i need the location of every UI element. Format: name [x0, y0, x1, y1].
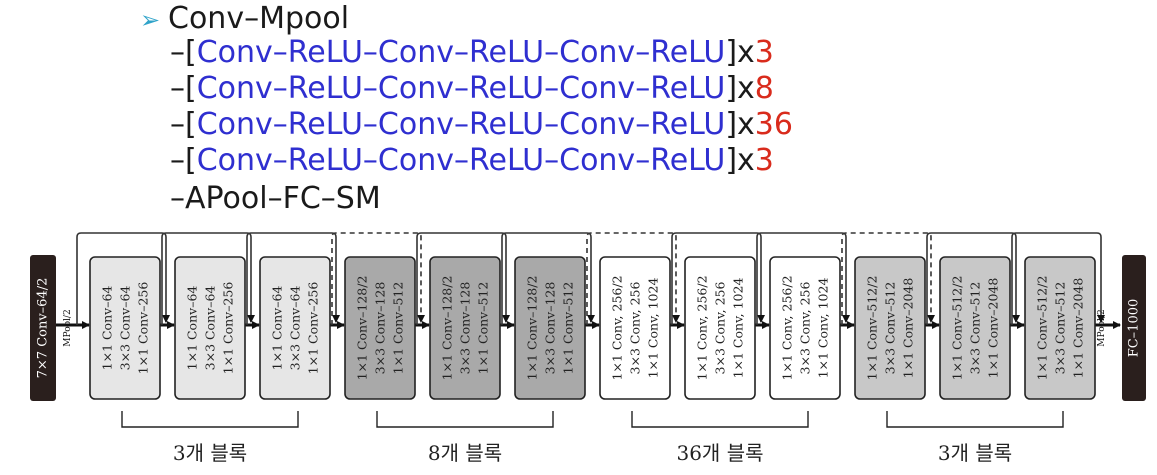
block-layer-label: 1×1 Conv–64 — [100, 286, 115, 371]
stage-line-1: –[Conv–ReLU–Conv–ReLU–Conv–ReLU]x3 — [170, 35, 774, 70]
stage-line-4: –[Conv–ReLU–Conv–ReLU–Conv–ReLU]x3 — [170, 143, 774, 178]
group-count-label: 3개 블록 — [173, 441, 247, 465]
stage-repeat: 3 — [754, 143, 774, 178]
residual-block — [514, 256, 586, 400]
block-layer-label: 1×1 Conv–256 — [306, 282, 321, 375]
skip-connection — [501, 232, 595, 325]
architecture-summary: ➢Conv–Mpool –[Conv–ReLU–Conv–ReLU–Conv–R… — [0, 0, 1157, 225]
residual-block — [429, 256, 501, 400]
block-layer-label: 1×1 Conv–2048 — [986, 278, 1001, 379]
stage-repeat: 8 — [754, 71, 774, 106]
mpool-out-label: MPool/2 — [1097, 309, 1107, 346]
stage-line-2: –[Conv–ReLU–Conv–ReLU–Conv–ReLU]x8 — [170, 71, 774, 106]
skip-connection — [246, 232, 340, 325]
block-layer-label: 1×1 Conv–512/2 — [950, 276, 965, 381]
block-layer-label: 1×1 Conv–128/2 — [355, 276, 370, 381]
block-layer-label: 1×1 Conv, 256/2 — [780, 275, 795, 380]
group-bracket — [376, 411, 554, 428]
block-layer-label: 3×3 Conv–512 — [968, 282, 983, 375]
block-layer-label: 1×1 Conv–512/2 — [1035, 276, 1050, 381]
block-layer-label: 3×3 Conv, 256 — [713, 282, 728, 375]
residual-block — [259, 256, 331, 400]
block-layer-label: 1×1 Conv, 256/2 — [695, 275, 710, 380]
group-bracket — [631, 411, 809, 428]
block-layer-label: 1×1 Conv, 1024 — [816, 278, 831, 379]
input-conv-label: 7×7 Conv–64/2 — [36, 278, 51, 379]
stage-layers: Conv–ReLU–Conv–ReLU–Conv–ReLU — [196, 35, 726, 70]
block-layer-label: 1×1 Conv–512 — [391, 282, 406, 375]
mpool-in-label: MPool/2 — [63, 309, 73, 346]
input-conv-block — [30, 255, 56, 401]
residual-block — [939, 256, 1011, 400]
block-layer-label: 1×1 Conv–2048 — [1071, 278, 1086, 379]
residual-block — [854, 256, 926, 400]
block-layer-label: 1×1 Conv, 1024 — [731, 278, 746, 379]
group-count-label: 36개 블록 — [676, 441, 763, 465]
output-fc-label: FC–1000 — [1127, 299, 1142, 358]
group-bracket — [121, 411, 299, 428]
skip-connection — [76, 232, 170, 325]
stage-repeat: 3 — [754, 35, 774, 70]
stage-line-3: –[Conv–ReLU–Conv–ReLU–Conv–ReLU]x36 — [170, 107, 793, 142]
block-layer-label: 1×1 Conv–512 — [561, 282, 576, 375]
residual-block — [1024, 256, 1096, 400]
block-layer-label: 1×1 Conv, 1024 — [646, 278, 661, 379]
block-layer-label: 3×3 Conv–64 — [288, 286, 303, 371]
skip-connection — [416, 232, 510, 325]
arrow-bullet-icon: ➢ — [140, 6, 161, 34]
block-layer-label: 3×3 Conv, 256 — [628, 282, 643, 375]
block-layer-label: 3×3 Conv–512 — [883, 282, 898, 375]
block-layer-label: 1×1 Conv–128/2 — [440, 276, 455, 381]
skip-connection — [926, 232, 1020, 325]
block-layer-label: 3×3 Conv–128 — [543, 282, 558, 375]
summary-title-line: ➢Conv–Mpool — [140, 2, 349, 37]
stage-layers: Conv–ReLU–Conv–ReLU–Conv–ReLU — [196, 143, 726, 178]
summary-tail: –APool–FC–SM — [170, 181, 381, 216]
residual-block — [174, 256, 246, 400]
stage-layers: Conv–ReLU–Conv–ReLU–Conv–ReLU — [196, 71, 726, 106]
stage-repeat: 36 — [754, 107, 793, 142]
block-layer-label: 1×1 Conv–64 — [185, 286, 200, 371]
projection-shortcut — [331, 232, 425, 325]
residual-block — [89, 256, 161, 400]
group-count-label: 3개 블록 — [938, 441, 1012, 465]
skip-connection — [1011, 232, 1105, 325]
resnet-block-diagram: 7×7 Conv–64/2 MPool/2 FC–1000 MPool/2 1×1 Co… — [30, 232, 1146, 465]
residual-block — [599, 256, 671, 400]
projection-shortcut — [586, 232, 680, 325]
residual-block — [344, 256, 416, 400]
block-layer-label: 3×3 Conv, 256 — [798, 282, 813, 375]
skip-connection — [671, 232, 765, 325]
skip-connection — [161, 232, 255, 325]
block-layer-label: 3×3 Conv–64 — [203, 286, 218, 371]
block-layer-label: 1×1 Conv, 256/2 — [610, 275, 625, 380]
block-layer-label: 1×1 Conv–512 — [476, 282, 491, 375]
block-layer-label: 1×1 Conv–256 — [221, 282, 236, 375]
group-count-label: 8개 블록 — [428, 441, 502, 465]
block-layer-label: 1×1 Conv–128/2 — [525, 276, 540, 381]
output-fc-block — [1122, 255, 1146, 401]
block-layer-label: 3×3 Conv–512 — [1053, 282, 1068, 375]
skip-connection — [756, 232, 850, 325]
block-layer-label: 1×1 Conv–512/2 — [865, 276, 880, 381]
block-layer-label: 3×3 Conv–128 — [458, 282, 473, 375]
summary-title: Conv–Mpool — [168, 1, 350, 36]
block-layer-label: 3×3 Conv–64 — [118, 286, 133, 371]
block-layer-label: 1×1 Conv–256 — [136, 282, 151, 375]
residual-block — [769, 256, 841, 400]
residual-block — [684, 256, 756, 400]
stage-layers: Conv–ReLU–Conv–ReLU–Conv–ReLU — [196, 107, 726, 142]
block-layer-label: 1×1 Conv–64 — [270, 286, 285, 371]
projection-shortcut — [841, 232, 935, 325]
block-layer-label: 1×1 Conv–2048 — [901, 278, 916, 379]
block-layer-label: 3×3 Conv–128 — [373, 282, 388, 375]
group-bracket — [886, 411, 1064, 428]
